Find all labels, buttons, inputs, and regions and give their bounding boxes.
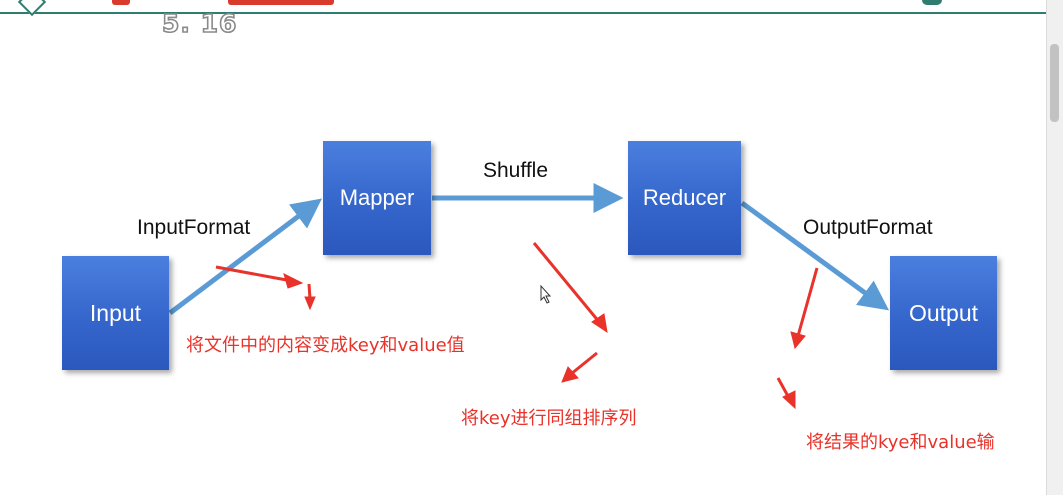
top-banner [0,0,1047,17]
input-node-label: Input [89,299,142,326]
output-node-label: Output [908,299,979,326]
mapper-node: Mapper [323,141,431,255]
vertical-scrollbar[interactable] [1046,0,1063,495]
input-format-label: InputFormat [137,216,251,239]
note-key-grouping: 将key进行同组排序列 [461,408,637,429]
annotation-arrow-icon [796,267,819,337]
annotation-arrow-icon [570,351,598,376]
annotation-arrow-icon [561,366,579,383]
input-node: Input [62,256,169,370]
annotation-arrow-icon [304,296,316,311]
output-format-label: OutputFormat [803,216,933,239]
annotation-arrows [215,242,819,410]
version-label: 5. 16 [161,8,238,39]
arrow-reducer-to-output [740,200,890,311]
reducer-node: Reducer [628,141,741,255]
mapper-node-label: Mapper [339,185,415,210]
note-kv-conversion: 将文件中的内容变成key和value值 [186,335,465,356]
shuffle-label: Shuffle [483,159,548,182]
mouse-cursor-icon [540,284,552,304]
banner-title-fragment [112,0,130,5]
annotation-arrow-icon [591,313,608,334]
reducer-node-label: Reducer [642,185,727,210]
annotation-arrow-icon [532,242,602,324]
annotation-arrow-icon [782,390,796,410]
annotation-arrow-icon [790,331,806,350]
banner-title-fragment [228,0,334,5]
annotation-arrow-icon [283,273,304,289]
annotation-arrow-icon [215,265,293,283]
scrollbar-thumb[interactable] [1050,44,1059,122]
arrow-input-to-mapper [168,198,322,315]
output-node: Output [890,256,997,370]
note-result-output: 将结果的kye和value输 [806,432,995,453]
banner-badge-icon [922,0,942,5]
